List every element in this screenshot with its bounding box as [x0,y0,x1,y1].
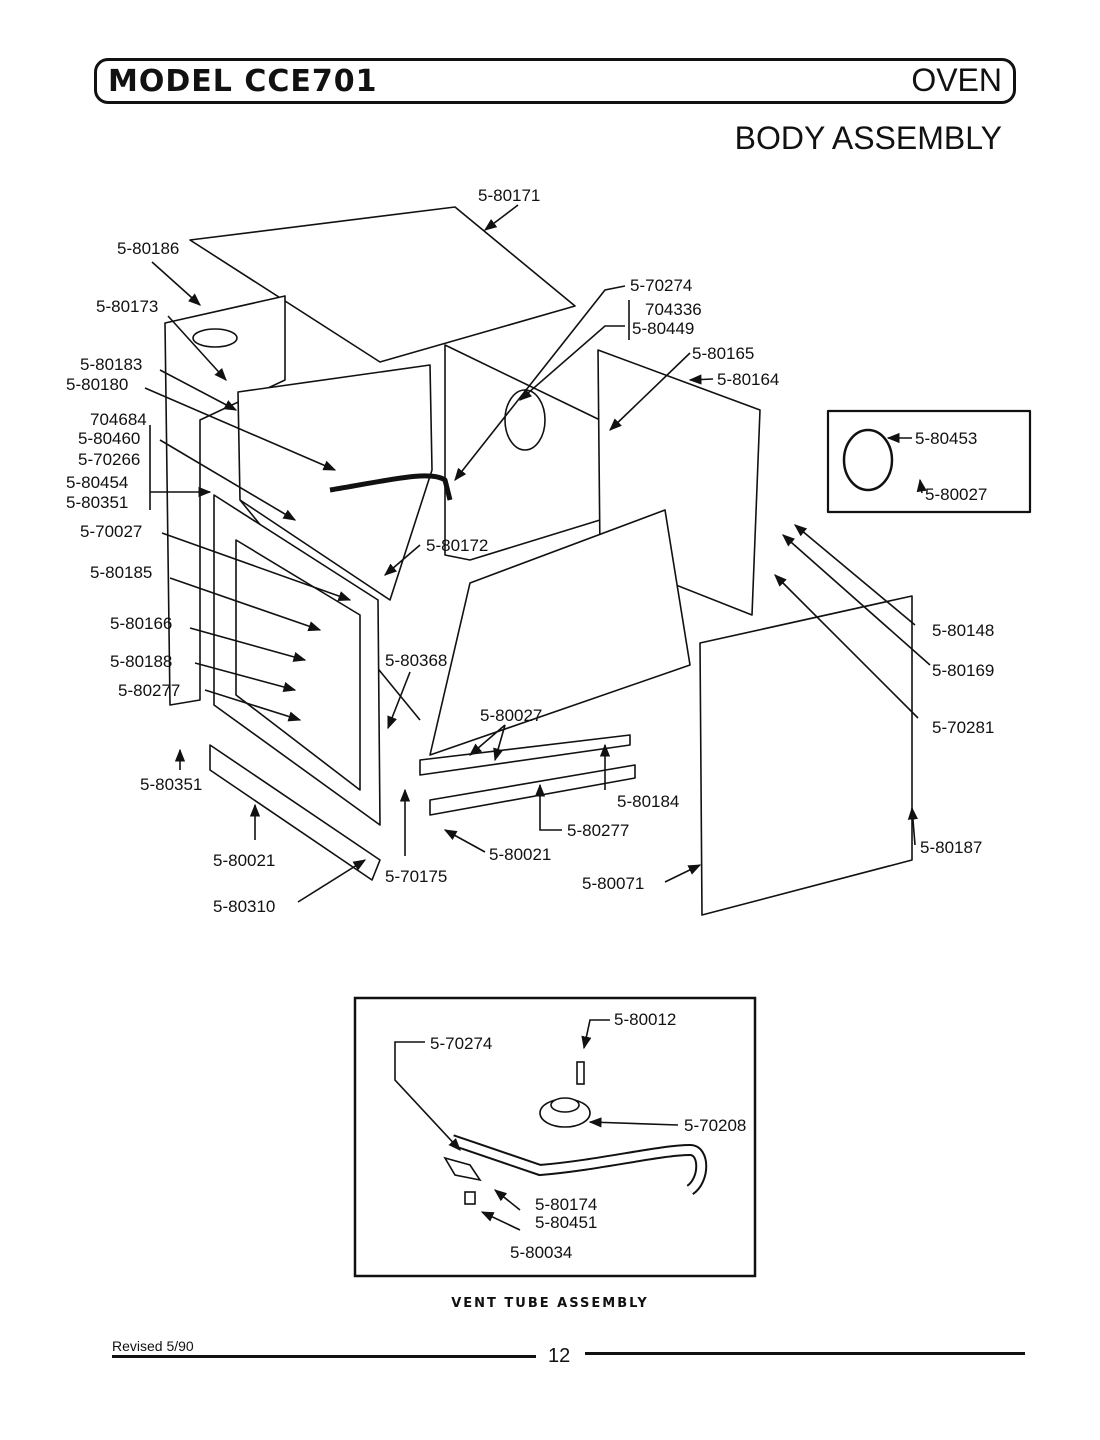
footer-rule-right [585,1352,1025,1355]
label-5-80351-top: 5-80351 [66,493,128,512]
label-5-80071: 5-80071 [582,874,644,893]
label-5-80021-left: 5-80021 [213,851,275,870]
oven-cavity [237,364,433,601]
vent-tube-caption: VENT TUBE ASSEMBLY [451,1296,649,1311]
left-side-panel [164,295,286,706]
rear-cover-panel [699,595,913,916]
page-subtitle: BODY ASSEMBLY [734,120,1002,156]
page-number: 12 [548,1345,571,1367]
label-5-80164: 5-80164 [717,370,779,389]
part-labels: 5-80171 5-80186 5-70274 5-80173 704336 5… [66,186,994,916]
label-5-80174: 5-80174 [535,1195,597,1214]
label-5-80012: 5-80012 [614,1010,676,1029]
label-5-70274: 5-70274 [630,276,692,295]
label-5-80180: 5-80180 [66,375,128,394]
top-panel [189,206,576,363]
label-5-70027: 5-70027 [80,522,142,541]
label-5-80451: 5-80451 [535,1213,597,1232]
label-vent-5-70274: 5-70274 [430,1034,492,1053]
section-title: OVEN [911,62,1002,98]
label-5-80172: 5-80172 [426,536,488,555]
label-5-80148: 5-80148 [932,621,994,640]
body-drawing [164,206,1032,916]
label-5-80277-bottom: 5-80277 [567,821,629,840]
leader-lines [144,204,931,903]
label-5-80027-center: 5-80027 [480,706,542,725]
revised-date: Revised 5/90 [112,1338,194,1354]
bottom-trim [209,744,381,881]
label-5-80454: 5-80454 [66,473,128,492]
label-5-70281: 5-70281 [932,718,994,737]
label-5-80171: 5-80171 [478,186,540,205]
label-5-80310: 5-80310 [213,897,275,916]
label-5-70208: 5-70208 [684,1116,746,1135]
footer-rule-left [112,1355,536,1358]
label-5-80460: 5-80460 [78,429,140,448]
label-5-80188: 5-80188 [110,652,172,671]
label-5-80277-left: 5-80277 [118,681,180,700]
label-5-80368: 5-80368 [385,651,447,670]
label-704336: 704336 [645,300,702,319]
model-title: MODEL CCE701 [108,64,378,99]
label-5-80184: 5-80184 [617,792,679,811]
label-5-80173: 5-80173 [96,297,158,316]
label-5-80183: 5-80183 [80,355,142,374]
label-5-80034: 5-80034 [510,1243,572,1262]
rear-wall [444,344,601,561]
label-5-80186: 5-80186 [117,239,179,258]
label-5-80185: 5-80185 [90,563,152,582]
label-5-80449: 5-80449 [632,319,694,338]
label-5-80453: 5-80453 [915,429,977,448]
label-5-70175: 5-70175 [385,867,447,886]
label-5-80351-bottom: 5-80351 [140,775,202,794]
header-frame [94,58,1016,104]
label-5-80166: 5-80166 [110,614,172,633]
label-5-80165: 5-80165 [692,344,754,363]
label-5-80021-center: 5-80021 [489,845,551,864]
label-5-70266: 5-70266 [78,450,140,469]
gasket-inset-box [826,409,1032,514]
label-5-80169: 5-80169 [932,661,994,680]
vent-tube-inset: 5-80012 5-70274 5-70208 5-80174 5-80451 … [353,996,757,1278]
label-5-80187: 5-80187 [920,838,982,857]
right-side-panel [429,509,691,756]
label-704684: 704684 [90,410,147,429]
vent-tube-inset-box [353,996,757,1278]
label-5-80027-inset: 5-80027 [925,485,987,504]
